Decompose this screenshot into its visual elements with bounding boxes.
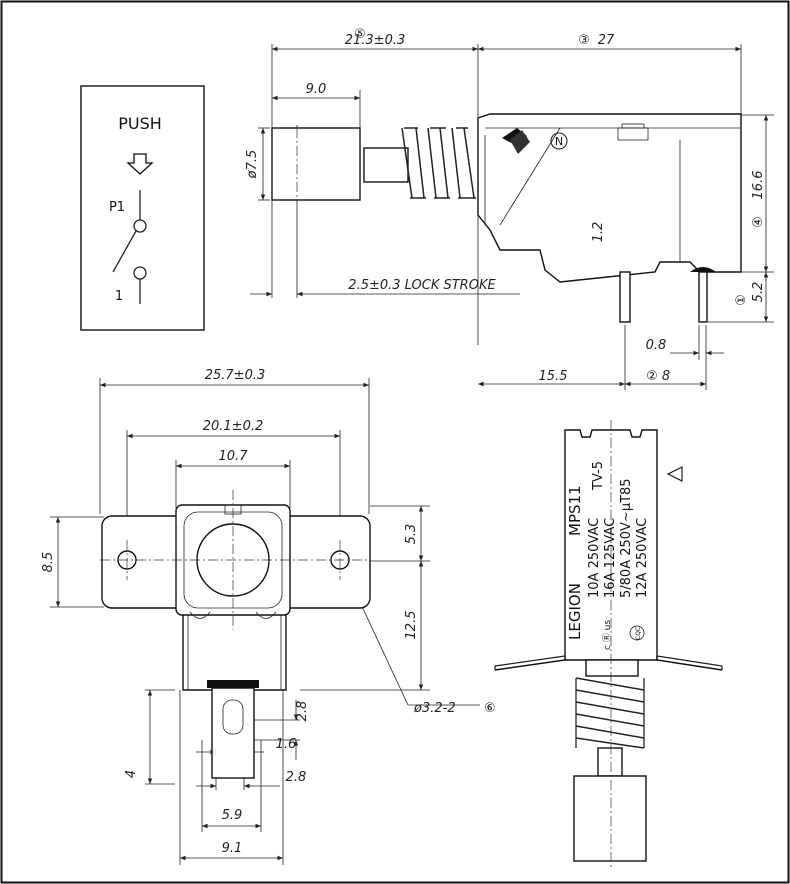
side-spring bbox=[363, 127, 476, 199]
brand-label: LEGION bbox=[566, 583, 584, 640]
bottom-height-dim: 4 bbox=[124, 770, 139, 778]
hole-pitch-dim: 20.1±0.2 bbox=[203, 419, 264, 434]
pin-length-ref: ① bbox=[734, 294, 749, 306]
ul-mark: c Ⓡ us bbox=[602, 620, 613, 650]
body-width-dim: 10.7 bbox=[219, 449, 249, 464]
side-dimension-lines bbox=[250, 46, 769, 387]
pin-length-dim: 5.2 bbox=[751, 282, 766, 303]
rating-1: 10A 250VAC bbox=[587, 518, 602, 598]
label-plunger bbox=[597, 747, 623, 777]
slot-height-dim: 2.8 bbox=[295, 701, 310, 722]
label-spring-cap bbox=[585, 659, 639, 677]
flange-height-dim: 8.5 bbox=[41, 552, 56, 573]
push-label: PUSH bbox=[118, 114, 162, 133]
switch-contact-symbol bbox=[112, 190, 147, 304]
front-lower-body bbox=[182, 608, 287, 691]
side-pin-right bbox=[698, 271, 708, 323]
pin-position-dim: 15.5 bbox=[539, 369, 568, 384]
rating-2: 16A 125VAC bbox=[603, 518, 618, 598]
front-terminal bbox=[211, 687, 255, 779]
rating-3: 5/80A 250V~μT85 bbox=[619, 478, 634, 598]
terminal-span-dim: 5.9 bbox=[222, 808, 243, 823]
base-width-dim: 9.1 bbox=[222, 841, 243, 856]
pin-offset-dim: 1.2 bbox=[591, 222, 606, 243]
pin-pitch-dim: 8 bbox=[662, 369, 670, 384]
side-push-button bbox=[271, 127, 361, 201]
switch-symbol: PUSH P1 1 bbox=[80, 85, 205, 331]
model-label: MPS11 bbox=[566, 485, 584, 536]
body-height-ref: ④ bbox=[751, 216, 766, 228]
label-push-button bbox=[573, 775, 647, 862]
terminal-slot bbox=[222, 699, 244, 735]
pin-pitch-ref: ② bbox=[646, 369, 658, 384]
slot-width-dim: 1.6 bbox=[276, 737, 297, 752]
lock-stroke-dim: 2.5±0.3 LOCK STROKE bbox=[348, 278, 496, 293]
hole-callout-dim: ø3.2-2 bbox=[413, 701, 456, 716]
pin-thickness-dim: 0.8 bbox=[646, 338, 667, 353]
side-pin-left bbox=[619, 271, 631, 323]
rating-4: 12A 250VAC bbox=[635, 518, 650, 598]
terminal-p1-label: P1 bbox=[109, 200, 125, 215]
hole-callout-ref: ⑥ bbox=[484, 701, 496, 716]
down-arrow-icon bbox=[126, 153, 154, 175]
body-length-dim: 27 bbox=[598, 33, 615, 48]
cqc-mark: CQC bbox=[635, 627, 642, 640]
label-spring bbox=[575, 677, 645, 749]
side-view: N ⑤ 21.3±0.3 ③ 27 9.0 ø7.5 2.5±0.3 LOCK … bbox=[245, 27, 774, 390]
n-mark: N bbox=[555, 135, 563, 148]
overall-length-ref: ⑤ bbox=[354, 27, 366, 42]
body-height-dim: 16.6 bbox=[751, 171, 766, 200]
symbol-box bbox=[80, 85, 205, 331]
brand-logo-icon bbox=[502, 128, 530, 154]
side-switch-body bbox=[477, 113, 742, 323]
class-label: TV-5 bbox=[591, 461, 606, 491]
button-diameter-dim: ø7.5 bbox=[245, 150, 260, 180]
flange-width-dim: 25.7±0.3 bbox=[205, 368, 266, 383]
front-terminal-top bbox=[207, 680, 259, 688]
warning-triangle-icon bbox=[666, 466, 683, 482]
upper-offset-dim: 5.3 bbox=[404, 524, 419, 545]
body-length-ref: ③ bbox=[578, 33, 590, 48]
terminal-gap-dim: 2.8 bbox=[286, 770, 307, 785]
overall-length-dim: 21.3±0.3 bbox=[345, 33, 406, 48]
terminal-1-label: 1 bbox=[115, 289, 123, 304]
label-view: LEGION MPS11 10A 250VAC 16A 125VAC 5/80A… bbox=[494, 420, 723, 868]
lower-offset-dim: 12.5 bbox=[404, 611, 419, 640]
button-length-dim: 9.0 bbox=[306, 82, 327, 97]
front-view: 25.7±0.3 20.1±0.2 10.7 8.5 5.3 12.5 ø3.2… bbox=[41, 368, 496, 865]
